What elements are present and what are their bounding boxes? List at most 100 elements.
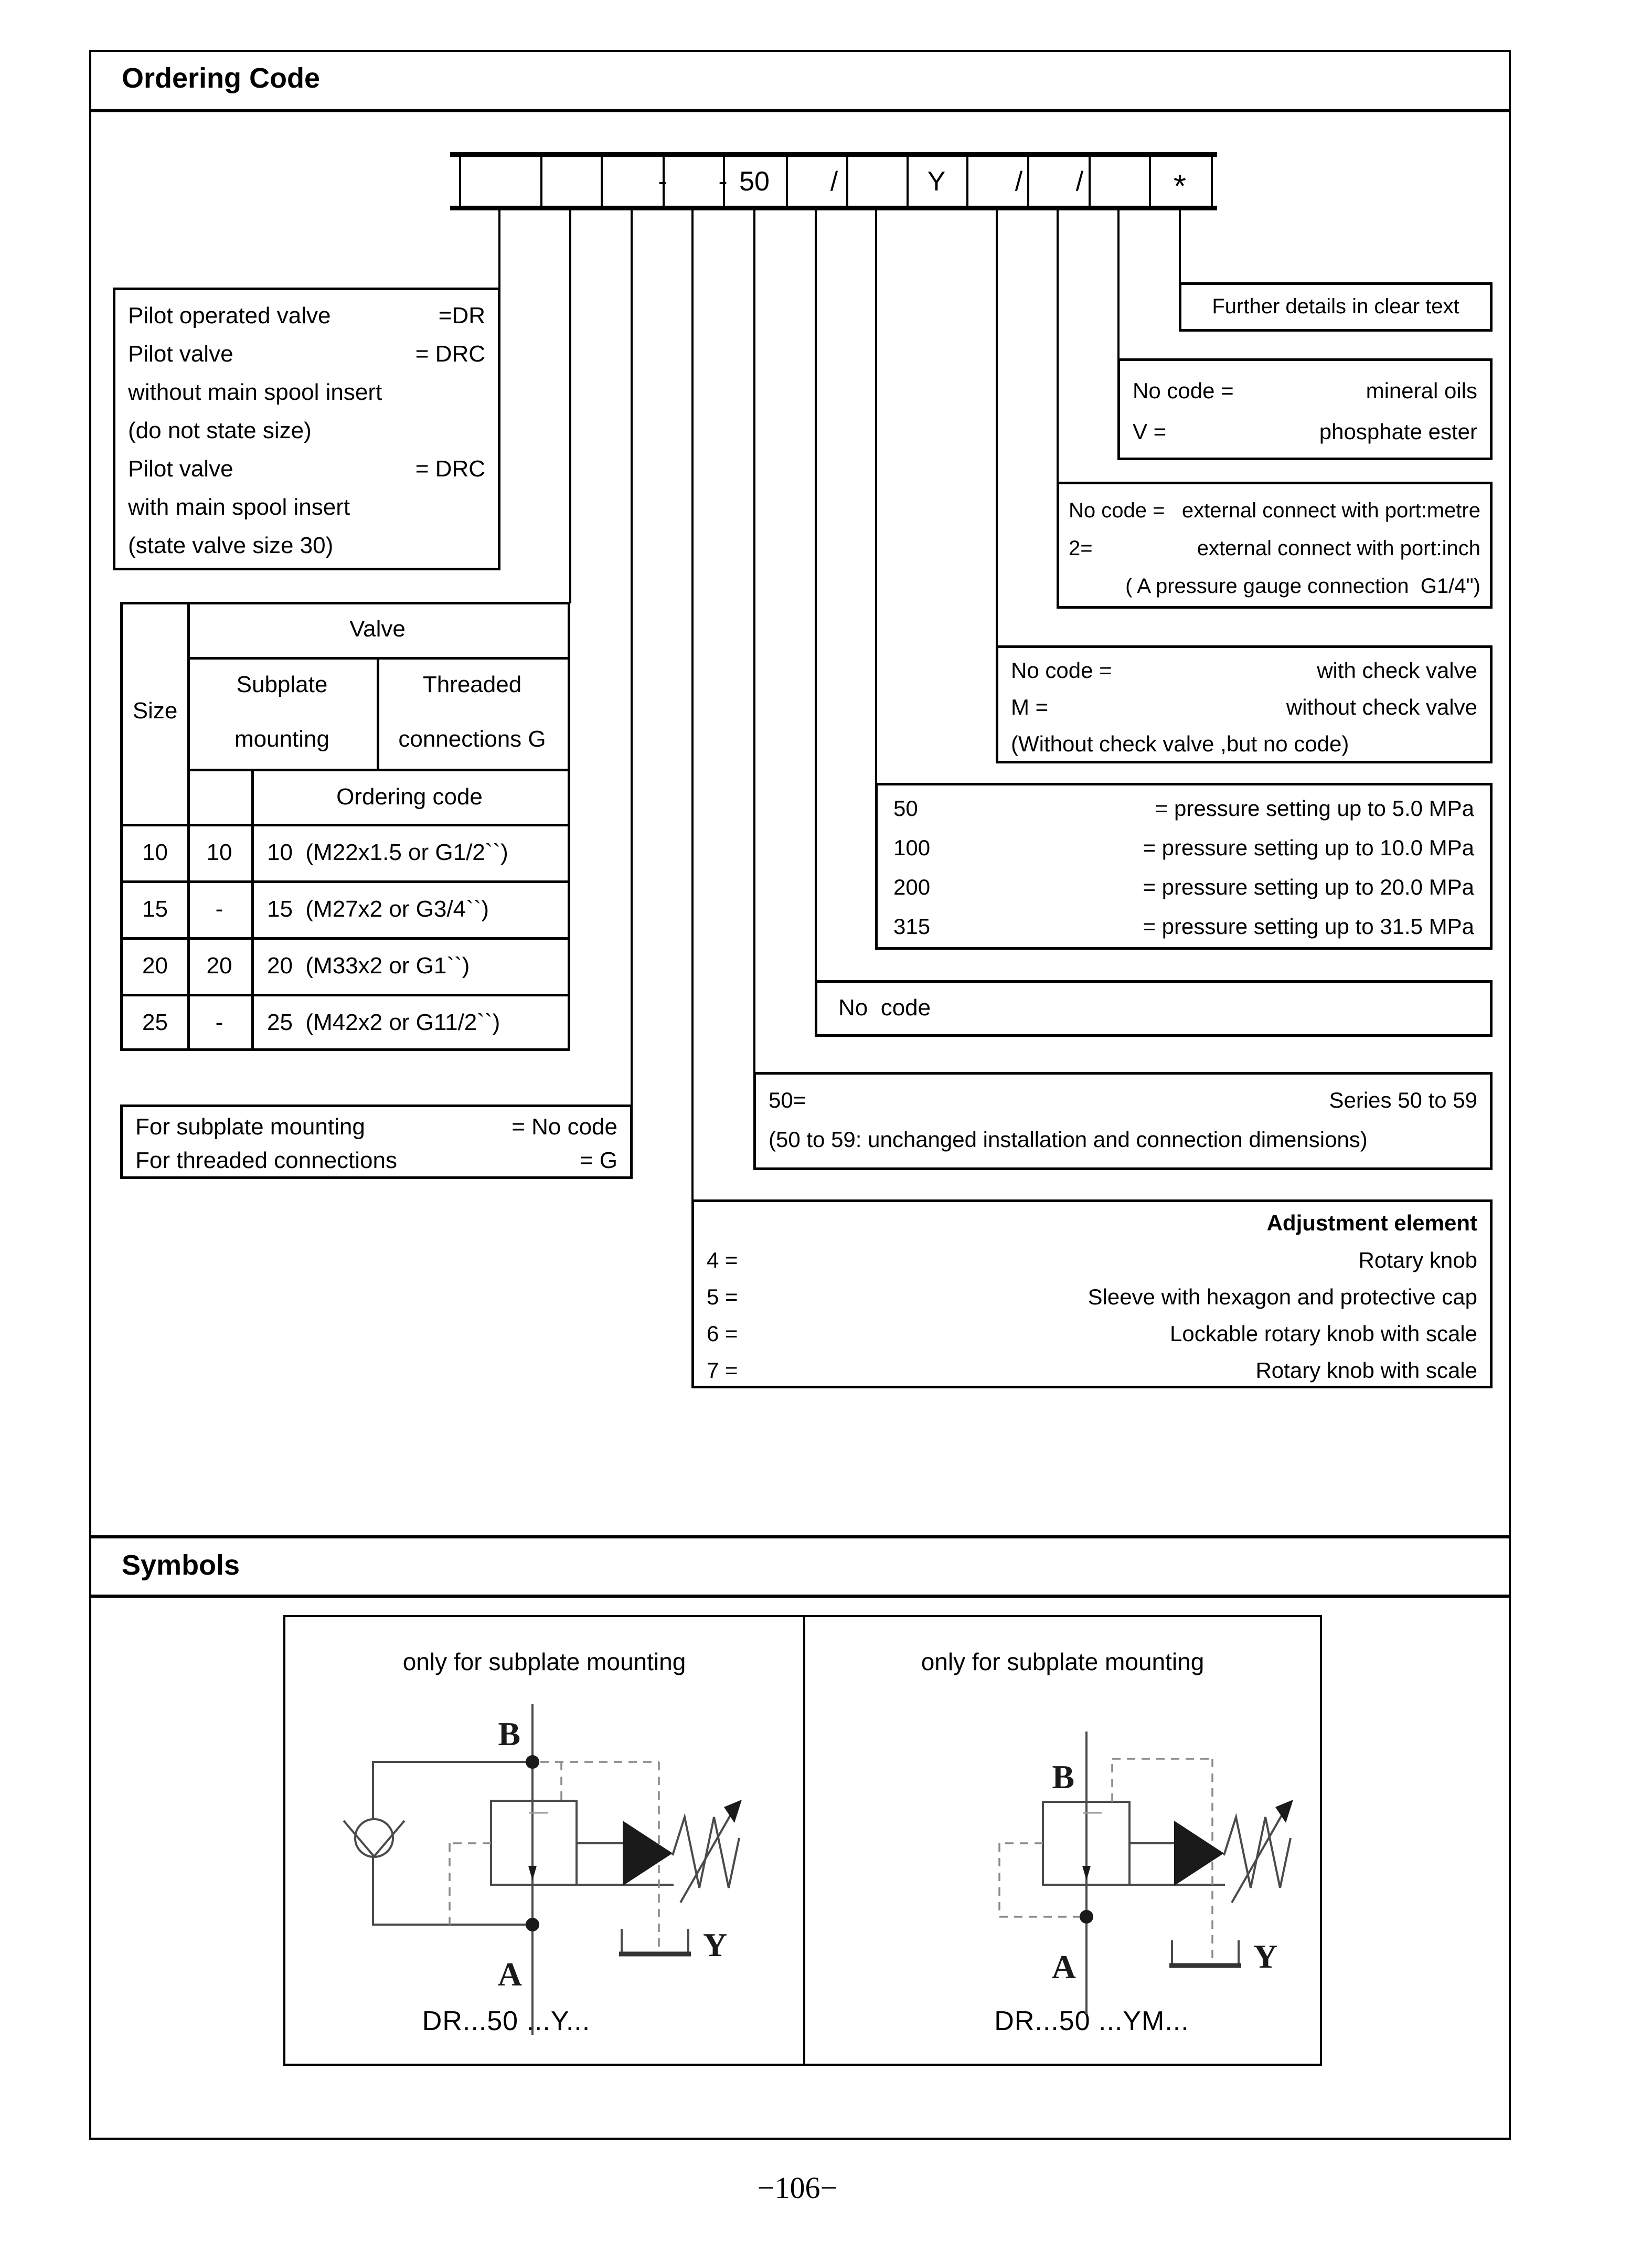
spring-icon (672, 1813, 740, 1888)
check-row: No code =with check valve (998, 652, 1490, 689)
hydraulic-symbol-right: B A Y (998, 1732, 1293, 2014)
pilot-valve-box: Pilot operated valve=DR Pilot valve= DRC… (113, 288, 500, 570)
code-cell-series: 50 (739, 166, 770, 197)
fluid-type-box: No code =mineral oils V =phosphate ester (1117, 358, 1493, 460)
pressure-row-value: = pressure setting up to 10.0 MPa (1143, 835, 1474, 860)
table-line (123, 824, 568, 826)
code-cell-divider (1027, 152, 1029, 210)
check-note: (Without check valve ,but no code) (1011, 731, 1349, 756)
port-a-label: A (1052, 1948, 1076, 1985)
drain-bracket-icon (1171, 1940, 1240, 1966)
table-cell-size: 15 (142, 896, 168, 922)
mounting-row: For subplate mounting= No code (123, 1110, 630, 1144)
code-cell-divider (663, 152, 665, 210)
fluid-row-value: mineral oils (1366, 378, 1477, 403)
further-details-box: Further details in clear text (1179, 282, 1493, 332)
spring-icon (1223, 1813, 1292, 1888)
code-cell-divider (459, 152, 461, 210)
further-details-text: Further details in clear text (1212, 295, 1459, 318)
pilot-triangle-icon (1174, 1821, 1224, 1886)
port-b-label: B (1052, 1758, 1074, 1796)
adjust-arrowhead (1275, 1800, 1293, 1823)
pressure-row-value: = pressure setting up to 31.5 MPa (1143, 914, 1474, 939)
external-row-value: external connect with port:inch (1197, 537, 1480, 560)
pressure-row-code: 200 (893, 875, 931, 899)
pressure-row: 100= pressure setting up to 10.0 MPa (878, 828, 1490, 867)
table-header-subplate-2: mounting (234, 726, 329, 752)
pressure-row: 200= pressure setting up to 20.0 MPa (878, 867, 1490, 907)
table-header-threaded-1: Threaded (422, 672, 522, 697)
code-cell-divider (966, 152, 968, 210)
flow-arrowhead (528, 1866, 537, 1881)
adjustment-row-code: 4 = (707, 1248, 738, 1272)
mounting-code-box: For subplate mounting= No code For threa… (120, 1104, 633, 1179)
port-y-label: Y (1253, 1938, 1277, 1975)
adjustment-element-box: Adjustment element 4 = Rotary knob 5 =Sle… (691, 1199, 1493, 1388)
pilot-row-value: = DRC (415, 341, 485, 367)
code-cell-divider (540, 152, 542, 210)
external-note: ( A pressure gauge connection G1/4") (1125, 575, 1480, 598)
leader-fluid (1117, 209, 1120, 360)
adjustment-row: 7 = Rotary knob with scale (694, 1352, 1490, 1389)
leader-series (753, 209, 755, 1074)
adjustment-row-value: Lockable rotary knob with scale (1170, 1321, 1477, 1346)
external-row-value: external connect with port:metre (1181, 499, 1480, 522)
pilot-row-label: (do not state size) (128, 418, 312, 443)
table-cell-code: 15 (M27x2 or G3/4``) (267, 896, 489, 922)
external-row: No code = external connect with port:metr… (1059, 492, 1490, 529)
pilot-row: without main spool insert (115, 373, 498, 411)
adjustment-row-code: 7 = (707, 1358, 738, 1383)
ordering-code-title: Ordering Code (122, 62, 321, 94)
pilot-row: Pilot valve= DRC (115, 450, 498, 488)
pilot-row: Pilot operated valve=DR (115, 296, 498, 335)
adjustment-row-value: Rotary knob (1358, 1248, 1477, 1272)
table-cell-subplate: 20 (206, 953, 232, 979)
junction-dot (1080, 1910, 1093, 1924)
fluid-row-label: No code = (1133, 378, 1234, 403)
check-valve-seat-icon (343, 1820, 406, 1858)
table-line (187, 604, 190, 1048)
table-header-ordering-code: Ordering code (336, 784, 483, 810)
pilot-row-value: = DRC (415, 456, 485, 482)
pilot-row-label: with main spool insert (128, 494, 350, 520)
adjustment-title: Adjustment element (1266, 1210, 1477, 1235)
pressure-row-code: 315 (893, 914, 931, 939)
table-cell-subplate: - (215, 1010, 223, 1035)
code-cell-divider (1089, 152, 1091, 210)
table-cell-size: 10 (142, 840, 168, 865)
table-header-threaded-2: connections G (398, 726, 546, 752)
symbol-box-right (803, 1615, 1322, 2066)
outer-frame (89, 50, 1511, 2140)
ordering-band-divider (89, 109, 1511, 112)
code-cell-divider (601, 152, 603, 210)
pilot-row: with main spool insert (115, 488, 498, 526)
page-number: −106− (757, 2171, 838, 2205)
table-cell-subplate: 10 (206, 840, 232, 865)
code-cell-divider (723, 152, 725, 210)
mounting-row-value: = No code (511, 1114, 617, 1140)
adjustment-row: 5 =Sleeve with hexagon and protective ca… (694, 1279, 1490, 1315)
check-valve-ball-icon (354, 1818, 394, 1858)
external-row: 2=external connect with port:inch (1059, 529, 1490, 567)
adjustment-row: 4 = Rotary knob (694, 1242, 1490, 1279)
series-note: (50 to 59: unchanged installation and co… (769, 1127, 1368, 1152)
table-line (251, 769, 254, 1048)
adjustment-row-value: Rotary knob with scale (1255, 1358, 1477, 1383)
table-line (187, 769, 568, 771)
adjustment-row-code: 6 = (707, 1321, 738, 1346)
pilot-triangle-icon (623, 1821, 673, 1886)
pilot-row-value: =DR (438, 303, 485, 328)
code-cell-drain-y: Y (927, 166, 946, 197)
check-row: M =without check valve (998, 689, 1490, 726)
flow-arrowhead (1082, 1866, 1091, 1881)
external-row-label: No code = (1069, 499, 1165, 522)
pilot-row-label: Pilot valve (128, 341, 233, 367)
table-cell-code: 20 (M33x2 or G1``) (267, 953, 470, 979)
code-row-dash: - (658, 166, 667, 197)
size-table: Size Valve Subplate mounting Threaded co… (120, 602, 570, 1051)
symbols-band-top (89, 1535, 1511, 1538)
mounting-row: For threaded connections= G (123, 1144, 630, 1177)
fluid-row: No code = mineral oils (1120, 370, 1490, 411)
check-row-value: with check valve (1317, 658, 1477, 683)
pilot-row: (do not state size) (115, 411, 498, 450)
